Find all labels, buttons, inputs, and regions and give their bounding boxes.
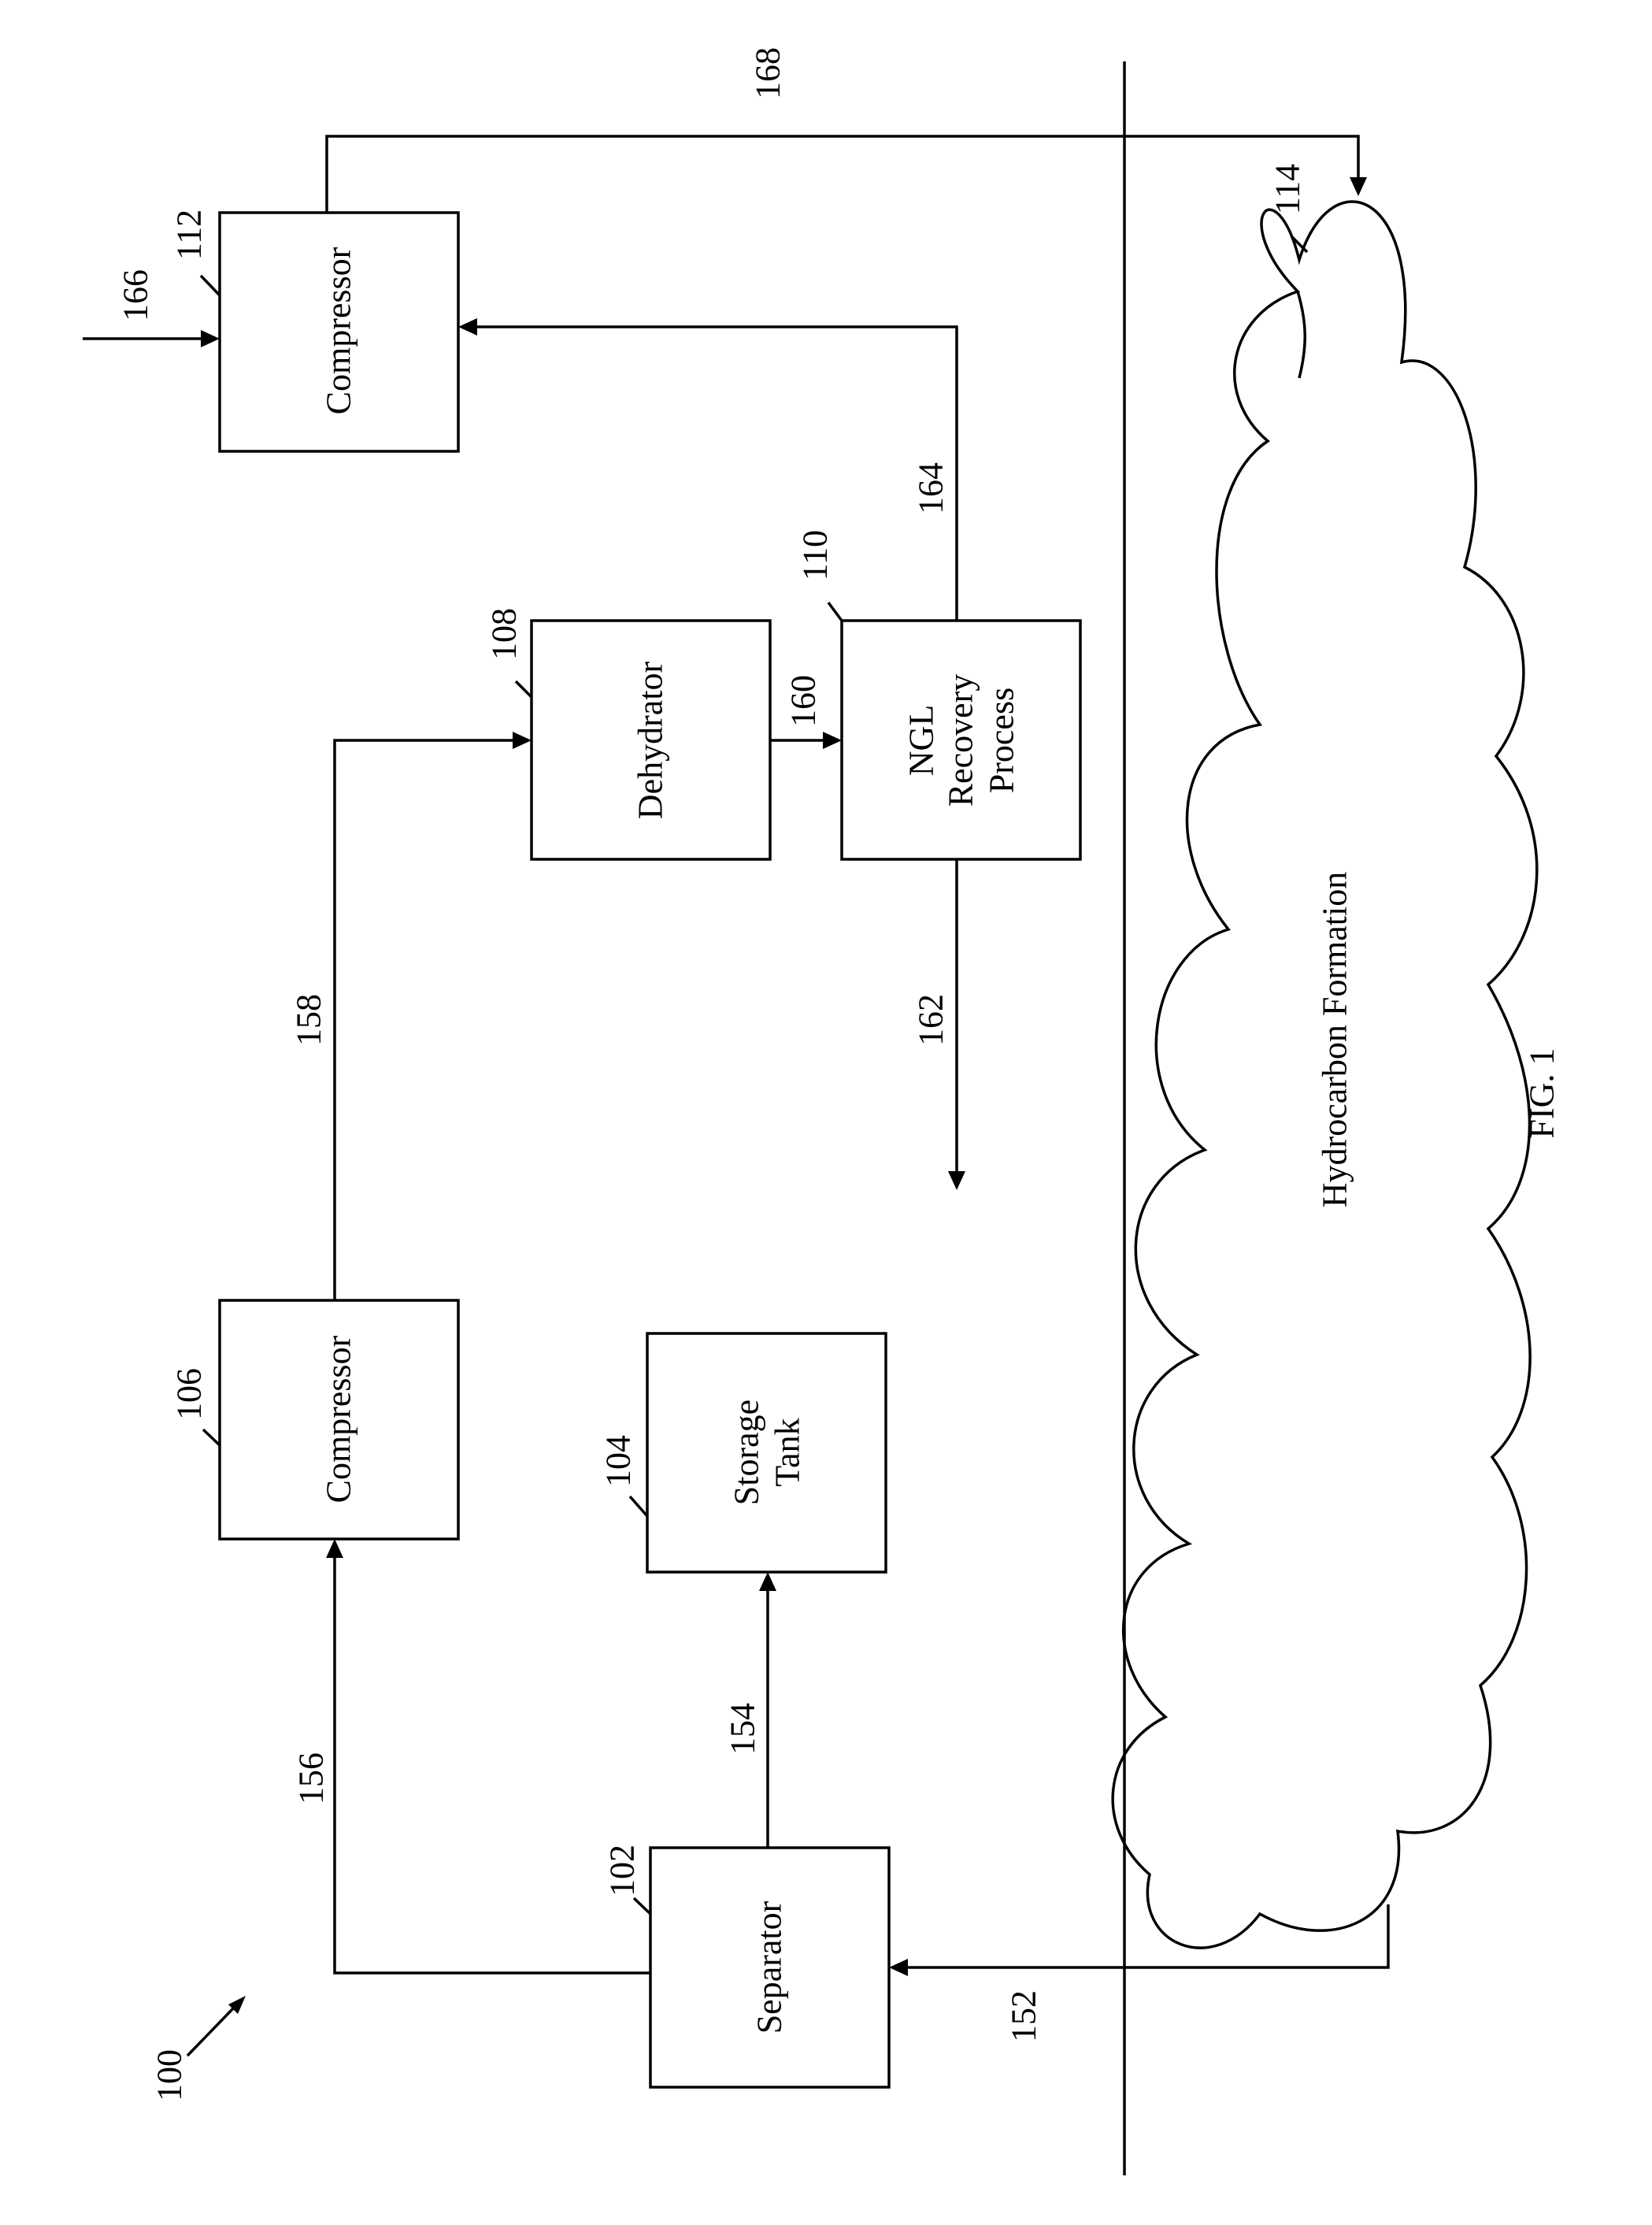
stream-156-arrowhead — [326, 1539, 343, 1558]
compressor-112-leader — [201, 276, 220, 295]
stream-160-label: 160 — [784, 675, 823, 727]
stream-162-label: 162 — [912, 994, 950, 1046]
stream-154-label: 154 — [724, 1703, 762, 1755]
figure-caption: FIG. 1 — [1523, 1048, 1561, 1139]
storage-tank-ref-104: 104 — [599, 1435, 638, 1487]
stream-168-line — [327, 136, 1358, 213]
ngl-recovery-label-line3: Process — [983, 688, 1021, 793]
stream-162-arrowhead — [948, 1171, 965, 1190]
ngl-recovery-label-line1: NGL — [902, 705, 941, 776]
separator-ref-102: 102 — [603, 1845, 642, 1897]
stream-156-label: 156 — [292, 1752, 331, 1804]
storage-tank-box[interactable] — [647, 1333, 886, 1572]
compressor-112-ref: 112 — [170, 210, 209, 260]
system-ref-100: 100 — [150, 2049, 189, 2101]
stream-166-label: 166 — [117, 269, 155, 321]
stream-164-line — [475, 327, 957, 621]
compressor-106-label: Compressor — [320, 1335, 358, 1503]
stream-158-line — [335, 740, 515, 1300]
stream-152-line — [906, 1904, 1388, 1967]
stream-152-arrowhead — [889, 1959, 908, 1976]
dehydrator-ref-108: 108 — [485, 608, 524, 660]
stream-164-arrowhead — [458, 318, 477, 336]
compressor-112-label: Compressor — [320, 247, 358, 414]
storage-tank-label-line2: Tank — [769, 1418, 807, 1486]
formation-ref-114: 114 — [1269, 164, 1307, 214]
compressor-106-ref: 106 — [170, 1368, 209, 1420]
stream-156-line — [335, 1556, 650, 1973]
separator-leader — [634, 1898, 650, 1914]
storage-tank-leader — [630, 1496, 647, 1516]
storage-tank-label-line1: Storage — [728, 1400, 766, 1505]
stream-164-label: 164 — [912, 462, 950, 514]
stream-158-arrowhead — [513, 732, 532, 749]
stream-154-arrowhead — [759, 1572, 776, 1591]
compressor-106-leader — [203, 1430, 220, 1445]
stream-168-label: 168 — [749, 47, 787, 99]
dehydrator-leader — [516, 681, 532, 697]
formation-label: Hydrocarbon Formation — [1316, 872, 1354, 1207]
stream-160-arrowhead — [823, 732, 842, 749]
system-ref-arrow-line — [187, 2007, 235, 2056]
ngl-recovery-ref-110: 110 — [796, 530, 835, 580]
stream-158-label: 158 — [290, 994, 328, 1046]
cloud-inner-arc — [1298, 291, 1305, 378]
ngl-recovery-label-line2: Recovery — [942, 674, 980, 807]
dehydrator-label: Dehydrator — [632, 661, 670, 819]
separator-label: Separator — [750, 1901, 789, 2034]
ngl-recovery-leader — [828, 603, 842, 621]
stream-152-label: 152 — [1005, 1990, 1043, 2042]
stream-166-arrowhead — [201, 330, 220, 347]
stream-168-arrowhead — [1350, 177, 1367, 196]
